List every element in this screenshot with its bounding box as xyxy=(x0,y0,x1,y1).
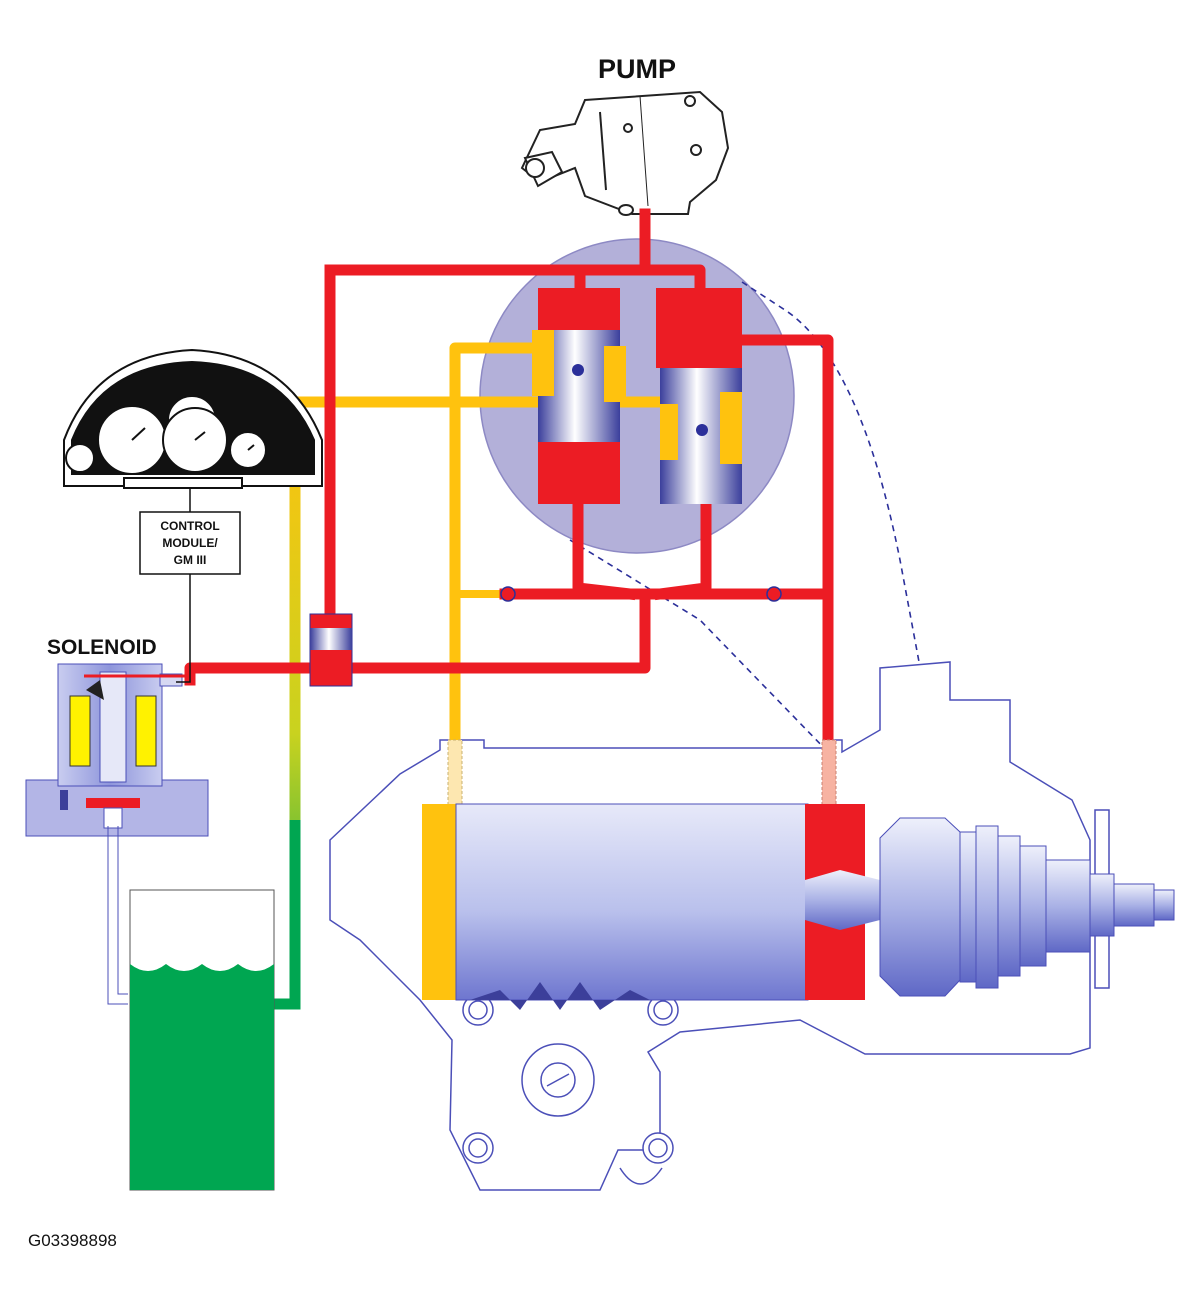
leader-lines xyxy=(569,281,951,829)
solenoid-actuator xyxy=(25,663,209,1005)
return-to-reservoir-green xyxy=(272,820,301,1010)
check-valve-right xyxy=(766,586,782,602)
flow-control-valve xyxy=(309,613,353,687)
instrument-cluster xyxy=(63,348,323,489)
right-spool-valve xyxy=(656,288,742,504)
check-valve-left xyxy=(500,586,516,602)
pump-illustration xyxy=(520,90,730,216)
left-spool-valve xyxy=(532,288,626,504)
solenoid-label: SOLENOID xyxy=(47,636,157,659)
control-module-box: CONTROL MODULE/ GM III xyxy=(139,511,241,575)
fluid-reservoir xyxy=(129,889,275,1191)
control-module-line-1: CONTROL xyxy=(160,519,219,533)
power-cylinder xyxy=(422,739,880,1010)
control-module-line-3: GM III xyxy=(174,553,207,567)
module-to-solenoid-wire xyxy=(176,574,191,683)
pump-label: PUMP xyxy=(598,54,676,84)
control-module-line-2: MODULE/ xyxy=(162,536,218,550)
input-shaft-assembly xyxy=(879,817,1175,997)
control-valve-body xyxy=(479,238,795,554)
figure-id-label: G03398898 xyxy=(28,1231,117,1250)
